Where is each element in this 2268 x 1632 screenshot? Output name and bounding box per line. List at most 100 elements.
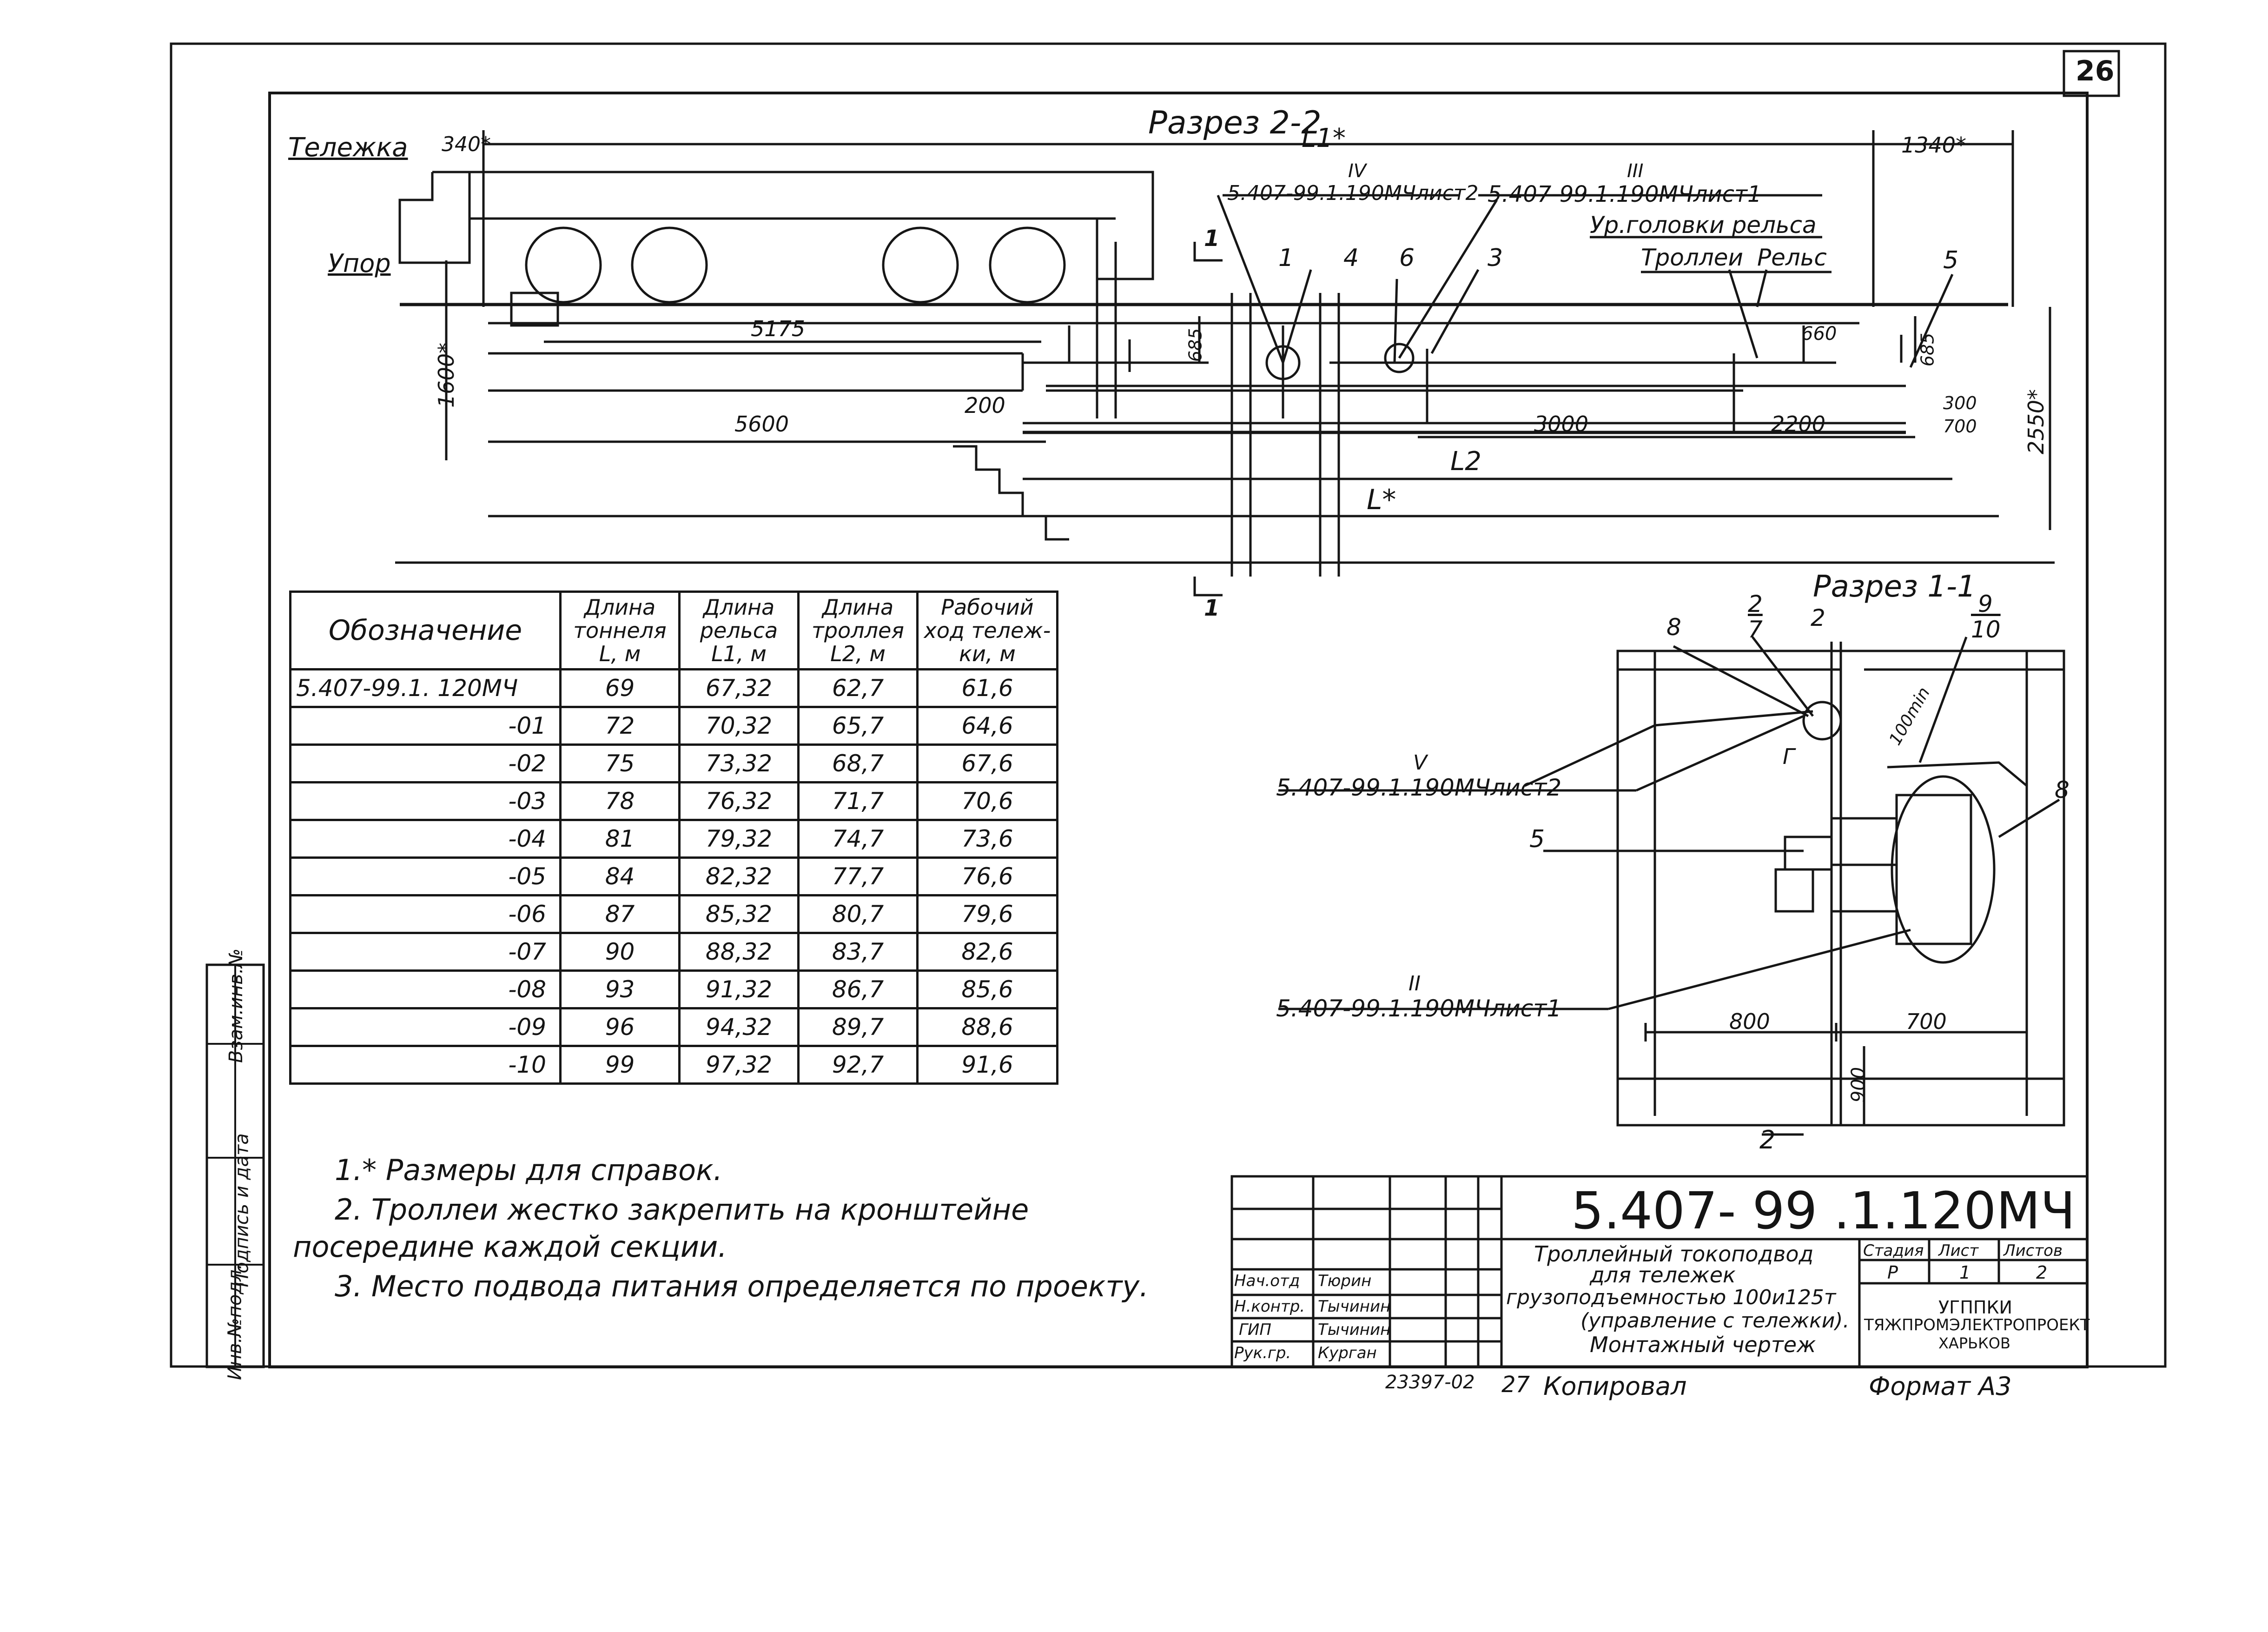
table-cell: -02 (289, 743, 562, 783)
title-line-3: грузоподъемностью 100и125т (1506, 1286, 1836, 1309)
title-block-grid (1230, 1175, 2089, 1368)
dim-1340: 1340* (1901, 133, 1967, 158)
table-cell: 97,32 (678, 1045, 800, 1085)
table-cell: 76,32 (678, 781, 800, 821)
table-cell: 62,7 (797, 668, 919, 708)
sheet-header: Лист (1938, 1241, 1979, 1260)
table-cell: 88,32 (678, 932, 800, 972)
table-header: Длина тоннеля L, м (559, 590, 681, 670)
table-cell: 91,32 (678, 969, 800, 1009)
table-cell: 72 (559, 706, 681, 746)
ref-IV-num: IV (1348, 160, 1367, 182)
table-cell: 85,32 (678, 894, 800, 934)
table-cell: 73,6 (916, 819, 1058, 859)
table-cell: -08 (289, 969, 562, 1009)
table-cell: 80,7 (797, 894, 919, 934)
dim-340: 340* (442, 133, 491, 156)
table-cell: -06 (289, 894, 562, 934)
section-2-2-title: Разрез 2-2 (1148, 105, 1322, 141)
stop-label: Упор (328, 249, 391, 278)
table-cell: 68,7 (797, 743, 919, 783)
note-1: 1.* Размеры для справок. (335, 1153, 723, 1187)
dim-700-right: 700 (1943, 416, 1977, 437)
dim-5600: 5600 (734, 411, 789, 437)
dim-L1: L1* (1302, 123, 1346, 153)
table-cell: 78 (559, 781, 681, 821)
s11-cut-2-top: 2 (1811, 604, 1825, 631)
s11-ref-II-num: II (1408, 972, 1421, 995)
table-cell: 88,6 (916, 1007, 1058, 1047)
stage-header: Стадия (1863, 1241, 1924, 1260)
table-cell: 70,32 (678, 706, 800, 746)
table-cell: -01 (289, 706, 562, 746)
table-cell: 74,7 (797, 819, 919, 859)
role-2: ГИП (1239, 1320, 1271, 1339)
s11-node-G: Г (1783, 744, 1795, 769)
sheets-value: 2 (2036, 1262, 2048, 1283)
table-cell: 67,6 (916, 743, 1058, 783)
dim-685-left: 685 (1185, 328, 1206, 362)
table-cell: 75 (559, 743, 681, 783)
dim-2550: 2550* (2023, 389, 2049, 455)
table-header: Рабочий ход тележ-ки, м (916, 590, 1058, 670)
s11-pos-5: 5 (1529, 825, 1545, 853)
org-line-1: УГППКИ (1938, 1297, 2012, 1318)
table-cell: 91,6 (916, 1045, 1058, 1085)
footer-number: 23397-02 (1385, 1372, 1475, 1393)
side-stamp-sign: Подпись и дата (231, 1133, 253, 1287)
ref-III: 5.407-99.1.190МЧлист1 (1488, 181, 1762, 207)
dim-660: 660 (1801, 323, 1837, 345)
table-cell: 85,6 (916, 969, 1058, 1009)
note-2-cont: посередине каждой секции. (293, 1230, 727, 1264)
org-line-2: ТЯЖПРОМЭЛЕКТРОПРОЕКТ (1864, 1316, 2090, 1334)
pos-4: 4 (1343, 244, 1359, 272)
table-cell: 79,6 (916, 894, 1058, 934)
title-line-4: (управление с тележки). (1580, 1309, 1850, 1333)
ref-III-num: III (1627, 160, 1644, 182)
dim-L: L* (1367, 484, 1396, 516)
trolley-label: Тележка (288, 133, 408, 163)
table-cell: 71,7 (797, 781, 919, 821)
org-line-3: ХАРЬКОВ (1938, 1334, 2010, 1352)
name-2: Тычинин (1318, 1320, 1391, 1339)
dim-3000: 3000 (1534, 411, 1589, 437)
table-cell: 67,32 (678, 668, 800, 708)
table-header: Обозначение (289, 590, 562, 670)
pos-6: 6 (1399, 244, 1415, 272)
dim-1600: 1600* (434, 342, 459, 408)
dim-5175: 5175 (751, 316, 806, 341)
table-cell: 64,6 (916, 706, 1058, 746)
s11-dim-800: 800 (1729, 1009, 1770, 1034)
dim-685-right: 685 (1917, 332, 1938, 367)
title-line-2: для тележек (1590, 1262, 1736, 1287)
table-cell: 82,32 (678, 856, 800, 896)
title-line-5: Монтажный чертеж (1590, 1332, 1816, 1357)
s11-pos-10: 10 (1971, 616, 2001, 643)
dim-2200: 2200 (1771, 411, 1826, 437)
table-cell: 69 (559, 668, 681, 708)
table-header-row: Обозначение Длина тоннеля L, м Длина рел… (289, 590, 1058, 670)
table-cell: -07 (289, 932, 562, 972)
dim-L2: L2 (1450, 446, 1481, 477)
section-1-1-title: Разрез 1-1 (1813, 570, 1976, 604)
name-0: Тюрин (1318, 1272, 1372, 1290)
rail-label: Рельс (1757, 244, 1827, 271)
table-cell: 76,6 (916, 856, 1058, 896)
table-cell: 70,6 (916, 781, 1058, 821)
sheet-number: 26 (2076, 55, 2115, 87)
table-cell: 77,7 (797, 856, 919, 896)
s11-pos-8-top: 8 (1666, 614, 1681, 641)
table-cell: 83,7 (797, 932, 919, 972)
table-cell: 84 (559, 856, 681, 896)
table-cell: 79,32 (678, 819, 800, 859)
sheets-header: Листов (2004, 1241, 2063, 1260)
side-stamp-replace: Взам.инв.№ (225, 948, 247, 1063)
trolleys-label: Троллеи (1641, 244, 1744, 271)
s11-dim-900: 900 (1848, 1067, 1870, 1103)
table-cell: 92,7 (797, 1045, 919, 1085)
s11-pos-9: 9 (1978, 590, 1993, 617)
dim-300: 300 (1943, 393, 1977, 413)
